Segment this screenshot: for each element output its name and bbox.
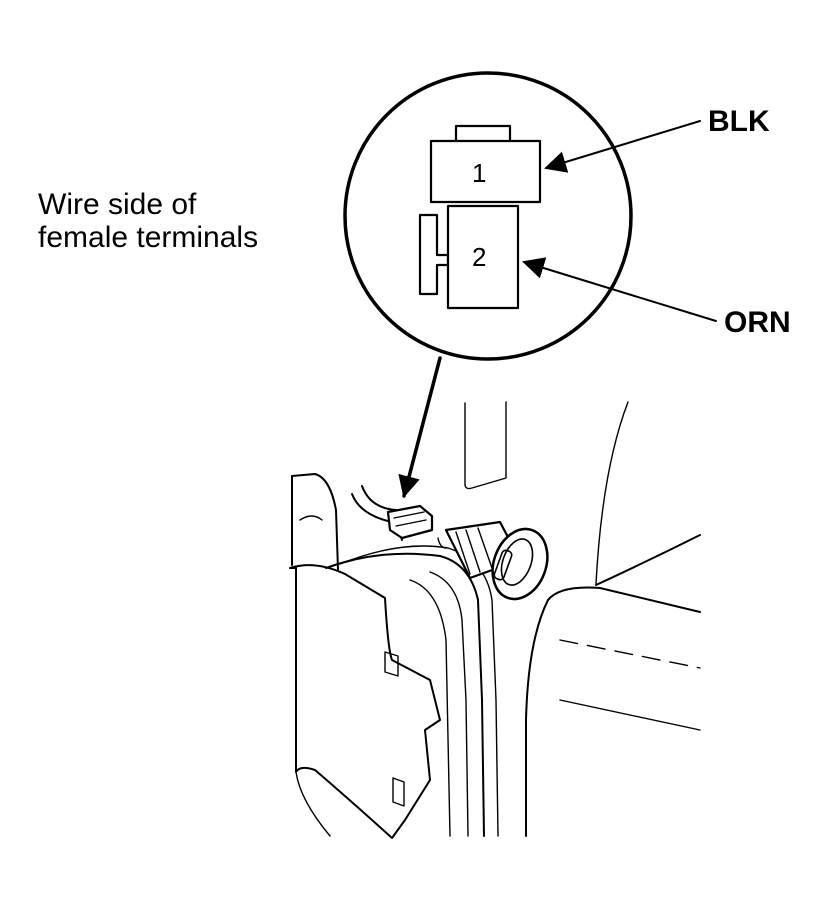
terminal-1-number: 1 bbox=[472, 158, 486, 188]
caption-line-1: Wire side of bbox=[38, 188, 197, 221]
console-illustration bbox=[289, 401, 701, 839]
magnified-connector-view: 1 2 bbox=[343, 71, 633, 361]
wire-callouts: BLK ORN bbox=[522, 105, 791, 339]
accessory-power-socket bbox=[437, 520, 549, 601]
magnify-pointer-arrow bbox=[398, 356, 442, 498]
terminal-1-housing bbox=[429, 139, 542, 204]
socket-bezel bbox=[491, 527, 549, 601]
harness-connector bbox=[386, 504, 434, 540]
console-front-panel bbox=[289, 564, 441, 839]
caption-line-2: female terminals bbox=[38, 221, 258, 254]
orn-wire-label: ORN bbox=[724, 306, 791, 339]
terminal-2-number: 2 bbox=[472, 242, 486, 272]
blk-wire-label: BLK bbox=[708, 105, 770, 138]
terminal-2-housing bbox=[446, 204, 520, 310]
